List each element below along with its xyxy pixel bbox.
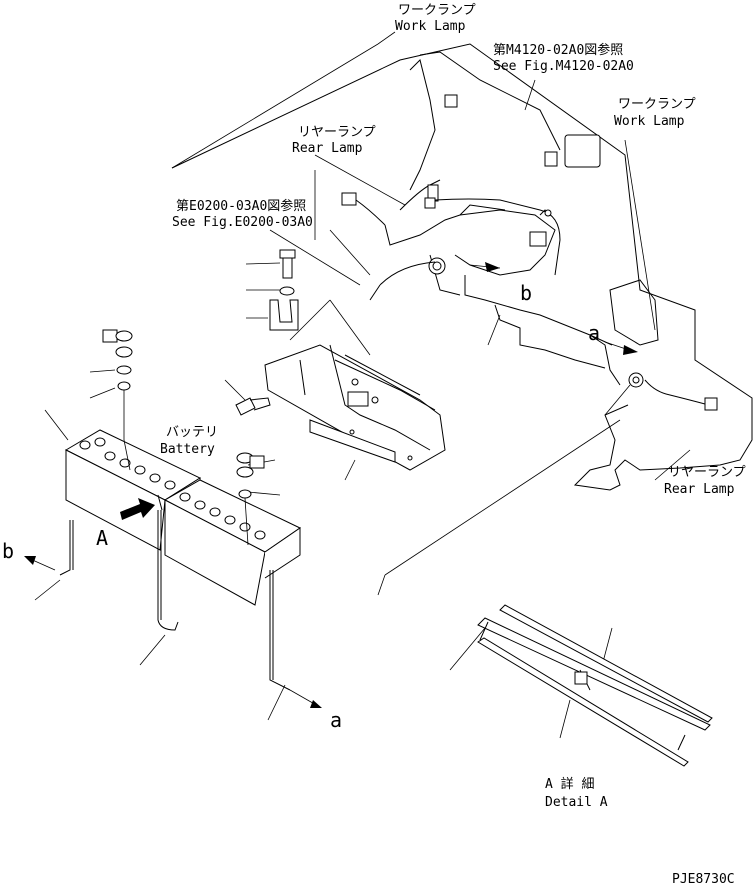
battery-label-en: Battery [160, 442, 215, 457]
rear-lamp-top-label-en: Rear Lamp [292, 141, 363, 156]
battery-right-caps [179, 492, 266, 540]
ref-e0200-label-jp: 第E0200-03A0図参照 [176, 198, 306, 214]
revolving-frame [171, 43, 753, 491]
cable-a-end-label: a [330, 708, 342, 732]
battery-left-caps [79, 437, 176, 490]
work-lamp-top-label-en: Work Lamp [395, 19, 466, 34]
battery-right [163, 479, 301, 606]
battery-cables [59, 494, 291, 691]
rear-lamp-top-label-jp: リヤーランプ [298, 125, 376, 140]
work-lamp-right-label-en: Work Lamp [614, 114, 685, 129]
detail-a-rails [477, 604, 713, 767]
battery-left [64, 429, 202, 551]
rear-lamp-right-label-jp: リヤーランプ [668, 465, 746, 480]
drawing-number: PJE8730C [672, 872, 735, 887]
battery-support-plate [264, 344, 446, 471]
cable-arrows [24, 556, 322, 708]
ref-m4120-label-jp: 第M4120-02A0図参照 [493, 42, 623, 58]
connector-b-frame-label: b [520, 281, 532, 305]
view-arrow-a [120, 498, 155, 520]
work-lamp-top-label-jp: ワークランプ [398, 3, 476, 18]
leader-lines [34, 31, 691, 739]
cable-b-end-label: b [2, 539, 14, 563]
ref-e0200-label-en: See Fig.E0200-03A0 [172, 215, 313, 230]
work-lamp-right-label-jp: ワークランプ [618, 97, 696, 112]
ref-m4120-label-en: See Fig.M4120-02A0 [493, 59, 634, 74]
connector-a-frame-label: a [588, 321, 600, 345]
nut-washer-stack-left [102, 329, 133, 471]
nut-washer-stack-right [236, 452, 265, 546]
battery-label-jp: バッテリ [166, 425, 218, 440]
detail-a-label-en: Detail A [545, 795, 608, 810]
rear-lamp-right-label-en: Rear Lamp [664, 482, 735, 497]
view-a-marker: A [96, 526, 108, 550]
bracket-hardware [235, 249, 299, 416]
labels: ワークランプ Work Lamp 第M4120-02A0図参照 See Fig.… [2, 3, 746, 887]
detail-a-label-jp: A 詳 細 [545, 776, 594, 792]
